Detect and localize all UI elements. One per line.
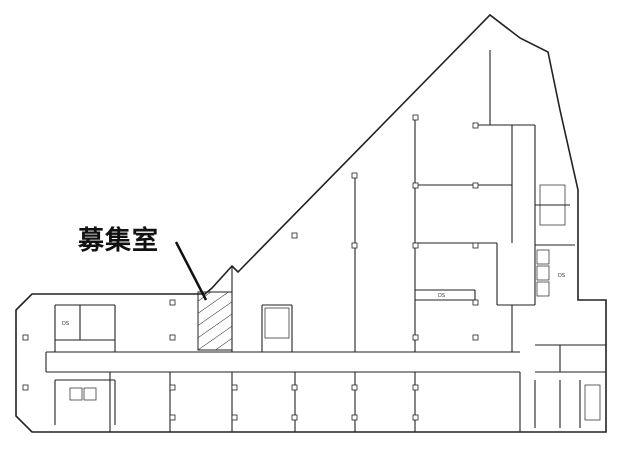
column (412, 182, 419, 189)
column (169, 414, 176, 421)
stairs (264, 307, 290, 339)
elevator (83, 387, 97, 401)
column (231, 414, 238, 421)
column (351, 384, 358, 391)
ds-label-right: DS (558, 273, 565, 279)
elevators-and-stairs (69, 184, 601, 421)
column (412, 384, 419, 391)
column (412, 334, 419, 341)
column (412, 114, 419, 121)
column (169, 299, 176, 306)
column (412, 414, 419, 421)
column (472, 242, 479, 249)
elevator (536, 281, 550, 297)
elevator (536, 265, 550, 281)
column (169, 334, 176, 341)
column (351, 414, 358, 421)
column (472, 182, 479, 189)
column (351, 242, 358, 249)
column (22, 334, 29, 341)
vacant-room-callout-label: 募集室 (78, 226, 160, 256)
ds-label: DS (438, 293, 445, 299)
callout-leader-line (174, 241, 208, 301)
column (472, 122, 479, 129)
elevator (69, 387, 83, 401)
columns (22, 114, 479, 421)
column (291, 384, 298, 391)
elevator (536, 249, 550, 265)
building-outline (15, 13, 607, 433)
column (412, 242, 419, 249)
column (291, 232, 298, 239)
vacant-room-hatched (197, 291, 233, 351)
stairs (584, 384, 601, 421)
column (351, 172, 358, 179)
column (169, 384, 176, 391)
stairs (539, 184, 566, 226)
column (291, 414, 298, 421)
ds-label-left: DS (62, 321, 69, 327)
column (22, 384, 29, 391)
column (231, 384, 238, 391)
column (472, 334, 479, 341)
column (472, 299, 479, 306)
